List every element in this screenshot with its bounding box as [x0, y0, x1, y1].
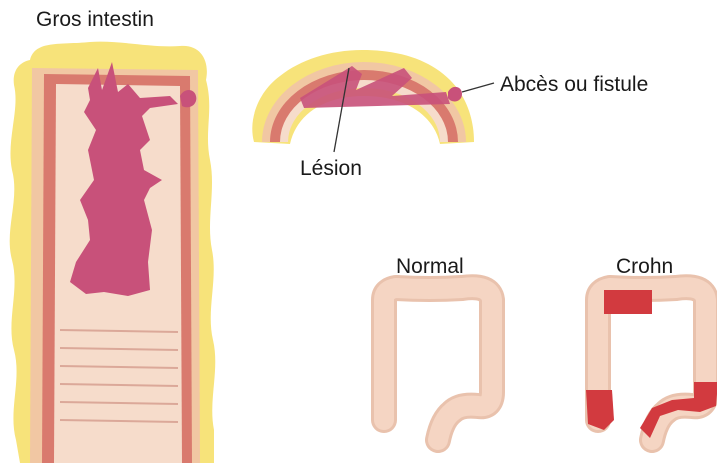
normal-colon [384, 287, 492, 440]
cross-section [252, 50, 494, 152]
label-abscess-fistula: Abcès ou fistule [500, 74, 648, 95]
label-lesion: Lésion [300, 158, 362, 179]
abscess-pointer-line [462, 83, 494, 92]
inflammation-patch-top [604, 290, 652, 314]
label-normal: Normal [396, 256, 464, 277]
label-crohn: Crohn [616, 256, 673, 277]
large-intestine-section [10, 42, 216, 463]
inflammation-patch-left [586, 390, 614, 430]
label-large-intestine: Gros intestin [36, 9, 154, 30]
